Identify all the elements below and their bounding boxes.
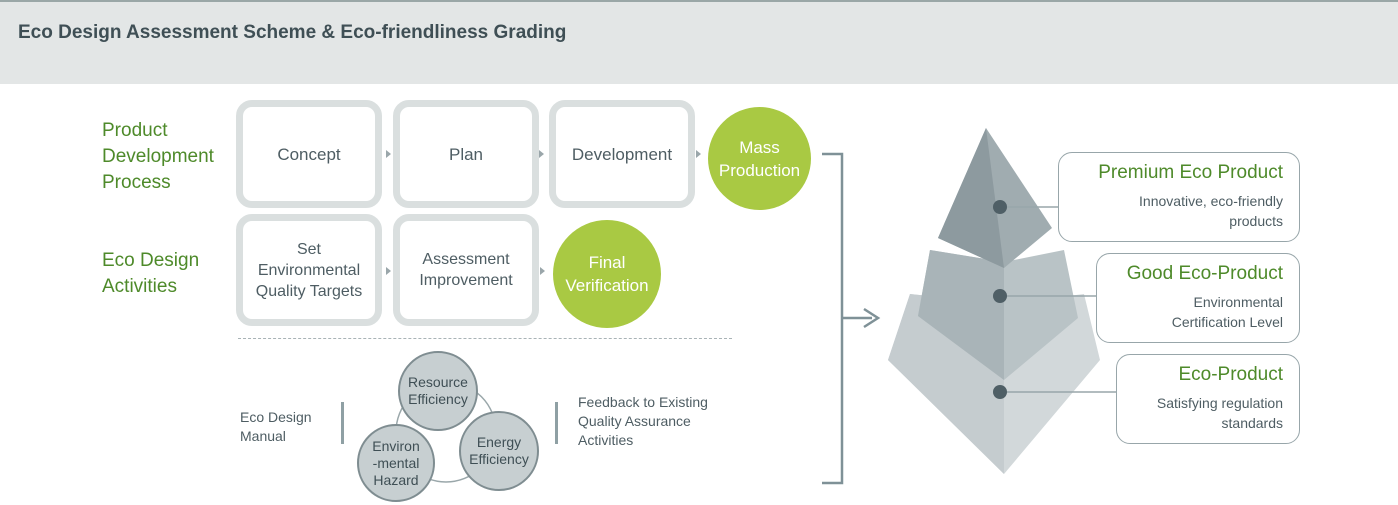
grade-good-eco-product: Good Eco-Product Environmental Certifica… <box>1096 253 1300 343</box>
bracket-line <box>822 152 844 485</box>
grade-eco-product: Eco-Product Satisfying regulation standa… <box>1116 354 1300 444</box>
grade-title: Eco-Product <box>1178 364 1283 385</box>
arrow-icon <box>540 267 545 275</box>
final-verification-circle: Final Verification <box>553 220 661 328</box>
grade-description: Environmental Certification Level <box>1171 294 1283 330</box>
pyramid-middle-left-face <box>918 250 1004 380</box>
energy-efficiency-circle: Energy Efficiency <box>459 411 539 491</box>
arrow-icon <box>386 150 391 158</box>
grade-dot-eco <box>993 385 1007 399</box>
page-title: Eco Design Assessment Scheme & Eco-frien… <box>18 22 567 43</box>
step-set-targets: Set Environmental Quality Targets <box>236 214 382 326</box>
step-development: Development <box>549 100 695 208</box>
grade-title: Good Eco-Product <box>1126 263 1283 284</box>
arrow-right-icon <box>863 307 881 329</box>
feedback-text: Feedback to Existing Quality Assurance A… <box>578 394 708 448</box>
grade-dot-good <box>993 289 1007 303</box>
grade-description: Innovative, eco-friendly products <box>1139 193 1283 229</box>
step-concept: Concept <box>236 100 382 208</box>
eco-row-label: Eco Design Activities <box>102 250 200 297</box>
process-row-label: Product Development Process <box>102 120 214 193</box>
grade-premium-eco-product: Premium Eco Product Innovative, eco-frie… <box>1058 152 1300 242</box>
environmental-hazard-circle: Environ -mental Hazard <box>357 424 435 502</box>
step-plan: Plan <box>393 100 539 208</box>
eco-design-manual-text: Eco Design Manual <box>240 409 312 444</box>
grade-dot-premium <box>993 200 1007 214</box>
arrow-icon <box>386 267 391 275</box>
dashed-divider <box>238 338 732 339</box>
arrow-icon <box>539 150 544 158</box>
resource-efficiency-circle: Resource Efficiency <box>398 351 478 431</box>
step-assessment: Assessment Improvement <box>393 214 539 326</box>
pyramid-top-left-face <box>938 128 1004 268</box>
grade-title: Premium Eco Product <box>1098 162 1283 183</box>
divider-bar <box>341 402 344 444</box>
grade-description: Satisfying regulation standards <box>1156 395 1283 431</box>
header-bar: Eco Design Assessment Scheme & Eco-frien… <box>0 0 1398 84</box>
mass-production-circle: Mass Production <box>708 107 811 210</box>
divider-bar <box>555 402 558 444</box>
arrow-icon <box>696 150 701 158</box>
